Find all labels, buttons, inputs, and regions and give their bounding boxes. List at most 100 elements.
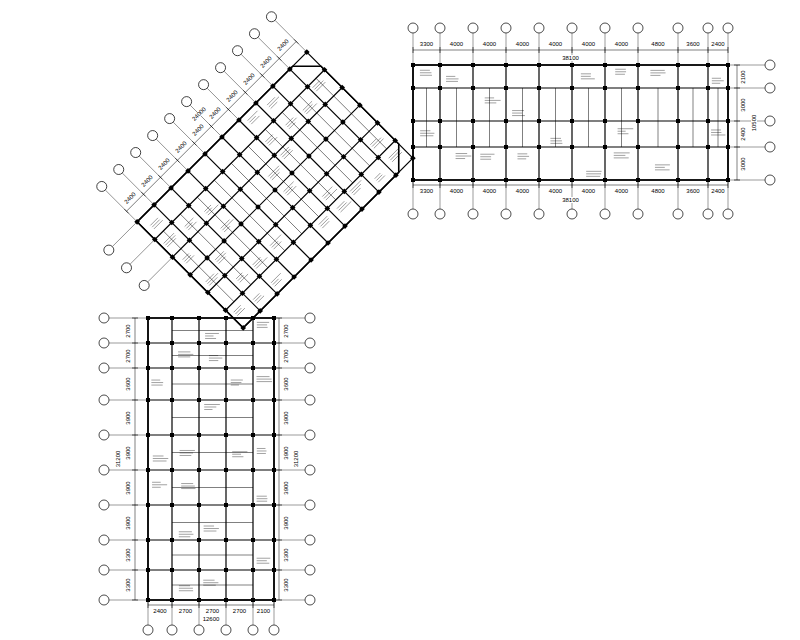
column [170, 341, 174, 345]
total-dimension: 38100 [561, 197, 580, 203]
axis-bubble [567, 209, 577, 219]
axis-line [728, 33, 729, 65]
beam-annotation-mark [614, 152, 630, 153]
dimension-text: 3600 [125, 376, 131, 391]
axis-bubble [305, 338, 315, 348]
axis-bubble [723, 23, 733, 33]
column [291, 239, 297, 245]
axis-line [539, 33, 540, 65]
beam-annotation-mark [337, 201, 344, 208]
column [603, 119, 607, 123]
dimension-text: 3300 [125, 547, 131, 562]
column [322, 102, 328, 108]
axis-line [139, 156, 171, 188]
beam-annotation-mark [181, 488, 195, 489]
column [204, 255, 210, 261]
column [204, 220, 210, 226]
beam-annotation-mark [205, 333, 219, 334]
column [170, 398, 174, 402]
axis-line [274, 435, 305, 436]
column [255, 204, 261, 210]
beam-annotation-mark [420, 130, 430, 131]
beam-annotation-mark [152, 482, 161, 483]
column [169, 220, 175, 226]
beam-annotation-mark [231, 380, 243, 381]
dimension-text: 3300 [125, 577, 131, 592]
beam-annotation-mark [581, 78, 595, 79]
column [238, 221, 244, 227]
axis-line [112, 222, 137, 247]
dimension-line [148, 605, 274, 606]
beam-annotation-mark [615, 71, 626, 72]
beam-annotation-mark [712, 83, 720, 84]
dimension-text: 2400 [122, 190, 137, 205]
axis-line [274, 600, 275, 625]
column [305, 84, 311, 90]
beam-annotation-mark [178, 351, 190, 352]
column [537, 119, 541, 123]
column [203, 186, 209, 192]
axis-line [109, 540, 148, 541]
beam-annotation-mark [650, 75, 660, 76]
column [324, 206, 330, 212]
axis-bubble [163, 112, 177, 126]
beam-annotation-mark [253, 293, 259, 299]
beam-annotation-mark [456, 156, 472, 157]
beam-annotation-mark [253, 257, 261, 265]
beam-annotation-mark [614, 155, 626, 156]
column [170, 366, 174, 370]
beam-annotation-mark [179, 531, 192, 532]
dimension-text: 3300 [419, 188, 434, 194]
beam-annotation-mark [274, 242, 282, 250]
axis-bubble [723, 209, 733, 219]
column [221, 238, 227, 244]
beam-annotation-mark [286, 118, 294, 126]
beam-annotation-mark [178, 356, 190, 357]
column [222, 273, 228, 279]
column [197, 503, 201, 507]
dimension-text: 4000 [614, 188, 629, 194]
beam-annotation-mark [375, 173, 381, 179]
column [289, 170, 295, 176]
beam-annotation-mark [185, 218, 194, 227]
dimension-text: 4000 [614, 41, 629, 47]
axis-bubble [305, 395, 315, 405]
axis-bubble [146, 128, 160, 142]
dimension-text: 3900 [125, 515, 131, 530]
column [224, 538, 228, 542]
column [290, 205, 296, 211]
beam-annotation-mark [257, 496, 267, 497]
axis-bubble [230, 44, 244, 58]
axis-line [539, 180, 540, 209]
beam-annotation-mark [615, 74, 625, 75]
axis-line [274, 343, 305, 344]
column [197, 398, 201, 402]
secondary-beam [282, 112, 353, 183]
column [438, 145, 442, 149]
dimension-text: 3900 [283, 515, 289, 530]
column [471, 145, 475, 149]
column [221, 203, 227, 209]
column [636, 86, 640, 90]
dimension-line [279, 318, 280, 600]
column [471, 119, 475, 123]
axis-line [122, 173, 154, 205]
beam-annotation-mark [456, 153, 468, 154]
beam-annotation-mark [512, 110, 524, 111]
axis-line [440, 180, 441, 209]
beam-annotation-mark [550, 140, 562, 141]
beam-annotation-mark [251, 116, 259, 124]
axis-line [109, 600, 148, 601]
beam-annotation-mark [232, 456, 243, 457]
dimension-text: 2400 [173, 139, 188, 154]
beam-annotation-mark [289, 123, 295, 129]
dimension-text: 3300 [283, 577, 289, 592]
axis-bubble [99, 395, 109, 405]
secondary-beam [163, 231, 234, 302]
beam-annotation-mark [257, 453, 266, 454]
column [358, 172, 364, 178]
beam-annotation-mark [231, 382, 242, 383]
beam-annotation-mark [221, 220, 230, 229]
dimension-text: 2700 [232, 608, 247, 614]
beam-annotation-mark [353, 188, 360, 195]
